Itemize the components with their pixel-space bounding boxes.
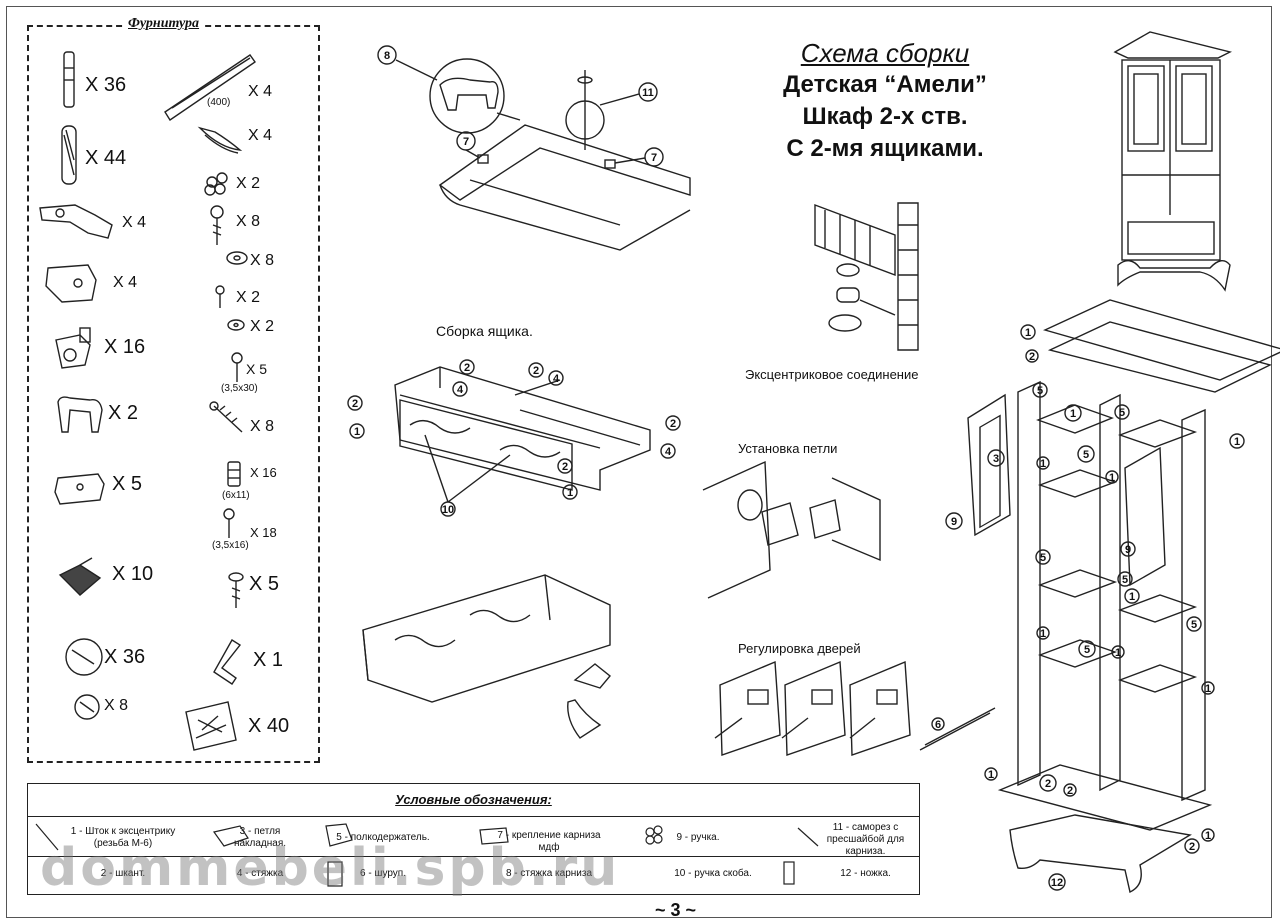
cornice-fix-legend-icon <box>479 827 509 845</box>
eccentric-rod-legend-icon <box>35 823 59 851</box>
qty-dowel: X 44 <box>85 147 127 169</box>
qty-small-washer: X 2 <box>250 318 275 335</box>
legend-5: 5 - полкодержатель. <box>336 832 430 843</box>
qty-bolt: X 8 <box>236 213 261 230</box>
note-screw-3-5x30: (3,5x30) <box>221 383 258 394</box>
qty-screw-3-5x16: X 18 <box>250 525 277 540</box>
qty-drawer-runner: X 4 <box>248 83 273 100</box>
note-screw-3-5x16: (3,5x16) <box>212 540 249 551</box>
title-line-4: С 2-мя ящиками. <box>786 135 984 162</box>
page-number: ~ 3 ~ <box>655 900 697 920</box>
fittings-panel: Фурнитура <box>27 16 320 763</box>
label-eccentric-connection: Эксцентриковое соединение <box>745 367 919 382</box>
label-hinge-install: Установка петли <box>738 441 838 456</box>
label-door-adjust: Регулировка дверей <box>738 641 861 656</box>
legend-8: 8 - стяжка карниза <box>505 868 593 879</box>
qty-hex-key: X 1 <box>253 649 284 671</box>
qty-eccentric-rod: X 36 <box>85 74 127 96</box>
qty-shelf-support: X 16 <box>104 336 146 358</box>
legend-7: 7 - крепление карниза мдф <box>497 830 601 853</box>
screw-legend-icon <box>797 827 819 847</box>
qty-wood-screw: X 8 <box>250 418 275 435</box>
legend-6: 6 - шуруп. <box>359 868 406 879</box>
watermark: dommebeli.spb.ru <box>40 838 621 898</box>
legend-1: 1 - Шток к эксцентрику (резьба М-6) <box>70 826 176 849</box>
legend-4: 4 - стяжка <box>236 868 284 879</box>
knob-legend-icon <box>645 825 663 845</box>
overlay-hinge-legend-icon <box>212 825 249 847</box>
qty-washer: X 8 <box>250 252 275 269</box>
qty-screw-bag: X 40 <box>248 715 290 737</box>
qty-hinge-mount: X 4 <box>113 274 138 291</box>
legend-9: 9 - ручка. <box>676 832 720 843</box>
legend-10: 10 - ручка скоба. <box>674 868 752 879</box>
legend-11: 11 - саморез с пресшайбой для карниза. <box>826 822 905 857</box>
fittings-title: Фурнитура <box>124 16 204 32</box>
qty-furniture-glide: X 10 <box>112 563 154 585</box>
title-line-2: Детская “Амели” <box>783 71 987 98</box>
leg-legend-icon <box>783 861 795 885</box>
shelf-support-legend-icon <box>325 823 353 847</box>
qty-knob: X 2 <box>236 175 261 192</box>
qty-overlay-hinge: X 4 <box>122 214 147 231</box>
legend-icons <box>35 823 819 887</box>
legend-box: Условные обозначения: 1 - Шток к эксцент… <box>27 783 920 895</box>
title-block: Схема сборки Детская “Амели” Шкаф 2-х ст… <box>760 38 1010 165</box>
note-threaded-insert: (6x11) <box>222 490 250 501</box>
legend-12: 12 - ножка. <box>840 868 891 879</box>
page-frame <box>6 6 1272 918</box>
qty-small-cap: X 8 <box>104 697 129 714</box>
qty-handle: X 4 <box>248 127 273 144</box>
legend-2: 2 - шкант. <box>100 868 146 879</box>
title-line-1: Схема сборки <box>800 38 970 68</box>
screw-legend-icon-2 <box>327 861 343 887</box>
qty-cornice-fix: X 5 <box>112 473 143 495</box>
qty-cornice-screw: X 5 <box>249 573 280 595</box>
legend-3: 3 - петля накладная. <box>233 826 287 849</box>
qty-bracket-handle: X 2 <box>108 402 139 424</box>
qty-eccentric-cap: X 36 <box>104 646 146 668</box>
note-drawer-runner: (400) <box>207 97 231 108</box>
title-line-3: Шкаф 2-х ств. <box>802 103 968 130</box>
label-drawer-assembly: Сборка ящика. <box>436 323 533 339</box>
qty-threaded-insert: X 16 <box>250 465 277 480</box>
qty-small-bolt: X 2 <box>236 289 261 306</box>
qty-screw-3-5x30: X 5 <box>246 361 268 377</box>
legend-title: Условные обозначения: <box>395 792 552 807</box>
